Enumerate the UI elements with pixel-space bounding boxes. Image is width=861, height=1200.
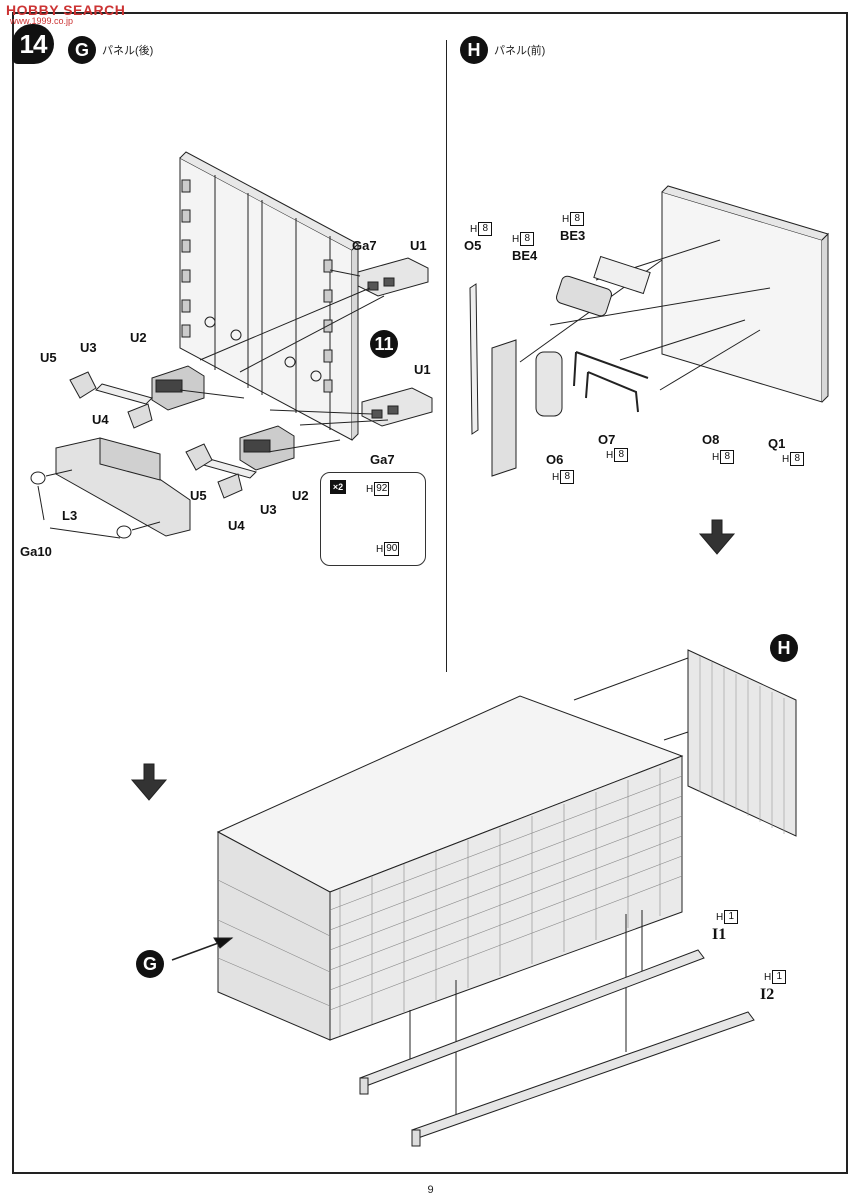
assembly-g-badge: G bbox=[136, 950, 164, 978]
label-ga7-top: Ga7 bbox=[352, 238, 377, 253]
label-o6: O6 bbox=[546, 452, 564, 467]
step-number-badge: 14 bbox=[12, 24, 54, 64]
label-u3-left: U3 bbox=[80, 340, 97, 355]
panel-g-title: パネル(後) bbox=[102, 45, 154, 57]
watermark-text: HOBBY SEARCH bbox=[6, 2, 126, 18]
label-u5-mid: U5 bbox=[190, 488, 207, 503]
label-u2-mid: U2 bbox=[292, 488, 309, 503]
label-u4-mid: U4 bbox=[228, 518, 245, 533]
page-number: 9 bbox=[427, 1184, 434, 1196]
label-q1: Q1 bbox=[768, 436, 786, 451]
label-i1: I1 bbox=[712, 926, 727, 943]
label-l3: L3 bbox=[62, 508, 78, 523]
multiplier-badge: ×2 bbox=[330, 480, 346, 494]
label-i2: I2 bbox=[760, 986, 775, 1003]
label-ga10: Ga10 bbox=[20, 544, 52, 559]
section-divider bbox=[446, 40, 447, 672]
label-o8: O8 bbox=[702, 432, 720, 447]
label-u3-mid: U3 bbox=[260, 502, 277, 517]
ref-step-badge: 11 bbox=[370, 330, 398, 358]
label-u1-right: U1 bbox=[414, 362, 431, 377]
label-u1-top: U1 bbox=[410, 238, 427, 253]
label-u5-left: U5 bbox=[40, 350, 57, 365]
label-o5: O5 bbox=[464, 238, 482, 253]
label-u2-left: U2 bbox=[130, 330, 147, 345]
panel-h-badge: H bbox=[460, 36, 488, 64]
label-ga7-right: Ga7 bbox=[370, 452, 395, 467]
assembly-h-badge: H bbox=[770, 634, 798, 662]
watermark-url: www.1999.co.jp bbox=[10, 16, 74, 26]
label-be3: BE3 bbox=[560, 228, 586, 243]
page-frame bbox=[12, 12, 848, 1174]
label-u4-left: U4 bbox=[92, 412, 109, 427]
label-be4: BE4 bbox=[512, 248, 538, 263]
panel-g-badge: G bbox=[68, 36, 96, 64]
panel-h-title: パネル(前) bbox=[494, 45, 546, 57]
label-o7: O7 bbox=[598, 432, 616, 447]
